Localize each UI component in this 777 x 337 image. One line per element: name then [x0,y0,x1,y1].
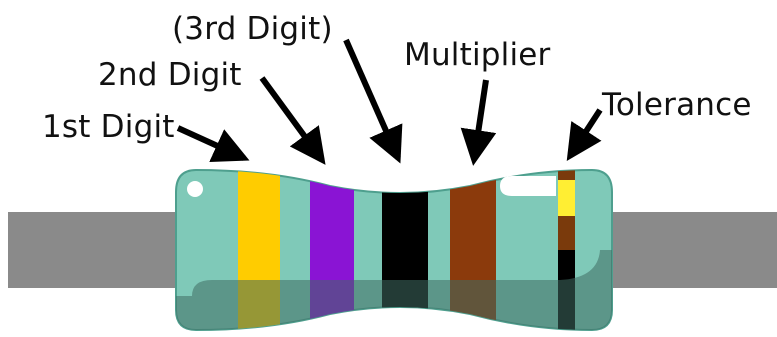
right-lead [600,212,777,288]
left-lead [8,212,183,288]
tolerance-arrow [566,108,603,162]
third-digit-label: (3rd Digit) [172,11,333,47]
multiplier-arrow [460,79,497,166]
tolerance-band-middle [558,216,575,250]
first-digit-arrow [176,125,250,162]
second-digit-label: 2nd Digit [98,57,242,93]
body-shadow [176,250,612,330]
multiplier-label: Multiplier [404,37,551,73]
tolerance-band-yellow [558,180,575,216]
body-highlight-streak [500,176,556,196]
tolerance-label: Tolerance [602,87,752,123]
tolerance-band-top [558,170,575,180]
third-digit-arrow [343,38,403,164]
body-highlight-dot [187,181,203,197]
first-digit-label: 1st Digit [42,109,175,145]
second-digit-arrow [259,76,326,165]
